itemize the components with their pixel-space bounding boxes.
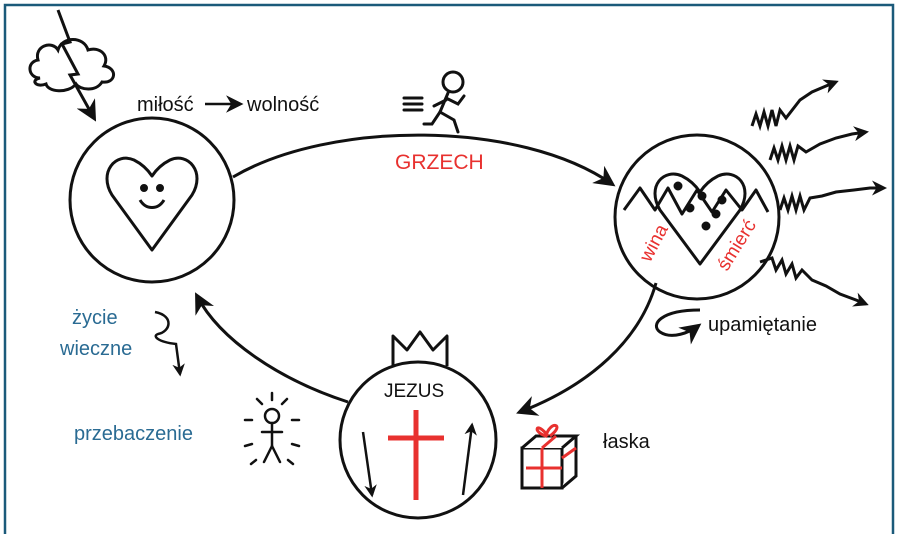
guilt-death-circle bbox=[613, 133, 781, 301]
crown-icon bbox=[391, 330, 449, 366]
forgiveness-label: przebaczenie bbox=[74, 423, 193, 445]
repentance-arrow bbox=[654, 308, 702, 345]
cross-icon bbox=[388, 410, 444, 500]
darkened-heart-icon bbox=[622, 172, 770, 266]
down-arrow-inside bbox=[361, 431, 377, 498]
love-label: miłość bbox=[137, 94, 194, 116]
jesus-label: JEZUS bbox=[384, 381, 444, 402]
happy-heart-circle bbox=[68, 116, 236, 284]
eternal-life-label-line2: wieczne bbox=[59, 338, 132, 360]
freedom-label: wolność bbox=[246, 94, 319, 116]
jesus-to-life-arrow bbox=[195, 292, 349, 404]
eternal-life-arrow bbox=[154, 310, 185, 377]
squiggle-arrows bbox=[750, 79, 887, 307]
cloud-lightning-icon bbox=[28, 9, 115, 122]
repentance-to-jesus-arrow bbox=[516, 282, 658, 416]
sin-label: GRZECH bbox=[395, 151, 484, 174]
smiling-heart-icon bbox=[105, 156, 199, 252]
frame-border bbox=[3, 3, 895, 534]
up-arrow-inside bbox=[461, 422, 477, 496]
eternal-life-label-line1: życie bbox=[72, 307, 118, 329]
glowing-person-icon bbox=[243, 391, 301, 466]
running-figure-icon bbox=[402, 70, 466, 134]
repentance-label: upamiętanie bbox=[708, 314, 817, 336]
gift-box-icon bbox=[520, 424, 581, 490]
sin-arrow bbox=[232, 133, 616, 187]
grace-label: łaska bbox=[603, 431, 651, 453]
